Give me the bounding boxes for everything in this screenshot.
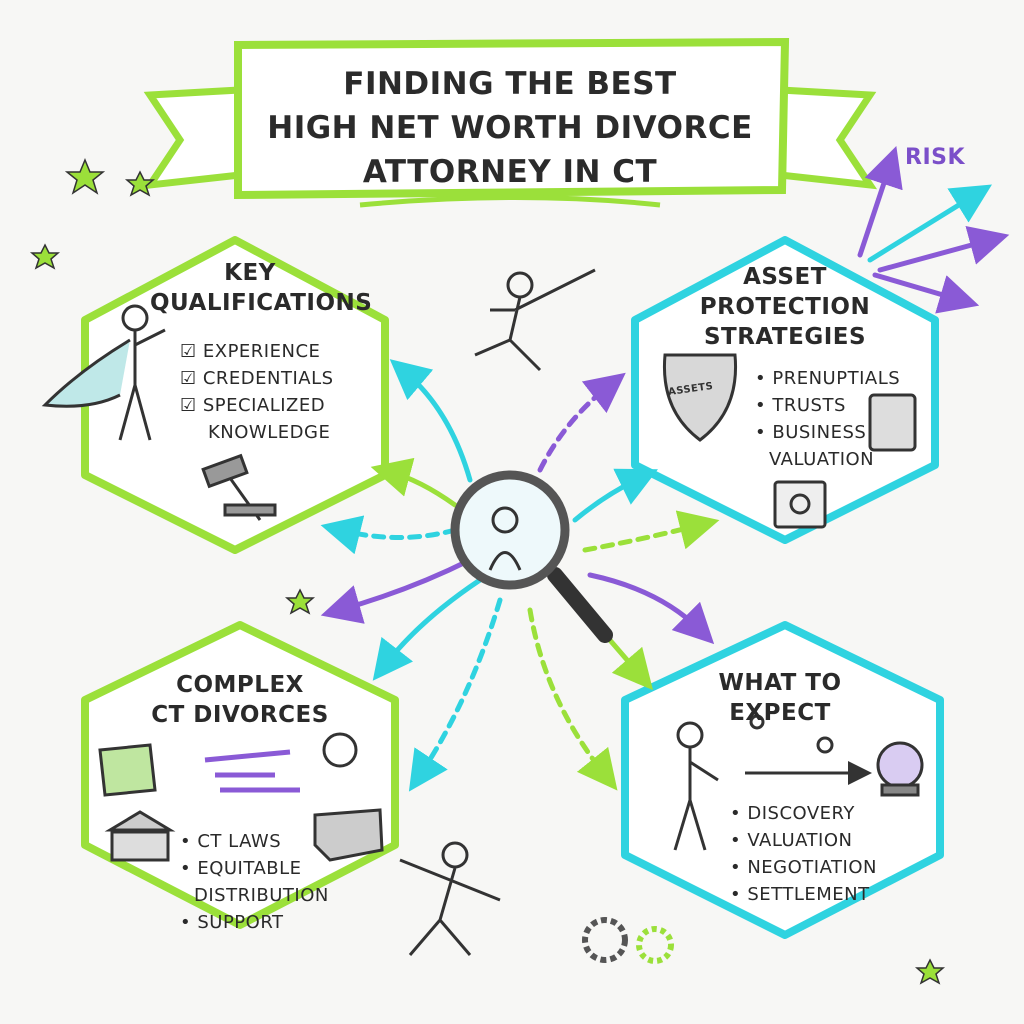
hexagon-qualifications [81,236,389,554]
compass-icon [322,732,358,768]
hexagon-expect [621,621,944,939]
complex-list: • CT Laws • Equitable Distribution • Sup… [180,828,329,936]
title-banner [142,37,878,208]
title-line: Finding the best [343,66,677,102]
jumping-figure-icon [474,268,596,372]
qualifications-list: ☑ Experience ☑ Credentials ☑ Specialized… [180,338,334,446]
checkbox-icon: ☑ [180,341,203,362]
heading-line: Strategies [703,324,867,350]
list-item: • Equitable [180,858,302,879]
heading-line: Complex [176,672,304,698]
connecticut-map-icon [313,808,384,862]
title-line: High net worth divorce [267,110,753,146]
list-item: Valuation [769,449,875,470]
list-item: • Trusts [755,395,846,416]
expect-list: • Discovery • Valuation • Negotiation • … [730,800,877,908]
asset-protection-heading: Asset Protection Strategies [680,262,890,352]
list-item: • Business [755,422,867,443]
list-item: • Discovery [730,803,855,824]
list-item: • CT Laws [180,831,282,852]
maze-icon [204,749,300,793]
list-item: • Settlement [730,884,870,905]
safe-icon [773,480,827,529]
list-item: ☑ Specialized [180,395,326,416]
risk-label: Risk [905,145,966,170]
list-item: Knowledge [208,422,331,443]
heading-line: Expect [729,700,831,726]
expect-figure-icon [673,721,719,851]
asset-protection-list: • Prenuptials • Trusts • Business Valuat… [755,365,900,473]
dancing-figure-icon [399,841,501,956]
qualifications-heading: Key Qualifications [150,258,373,318]
calculator-icon [868,393,917,452]
heading-line: CT Divorces [151,702,329,728]
map-icon [98,743,157,797]
crystal-ball-icon [876,741,924,797]
heading-line: What to [718,670,842,696]
list-item: • Valuation [730,830,853,851]
list-item: • Support [180,912,284,933]
heading-line: Qualifications [150,290,373,316]
list-item: Distribution [194,885,329,906]
list-item: • Negotiation [730,857,877,878]
checkbox-icon: ☑ [180,395,203,416]
shield-icon [662,353,738,442]
list-item: ☑ Experience [180,341,321,362]
gears-icon [749,714,834,754]
gavel-icon [201,453,277,521]
magnifying-glass-icon [450,470,613,643]
title-line: attorney in CT [362,154,658,190]
gear-icons [582,917,674,964]
heading-line: Key [224,260,276,286]
heading-line: Asset [743,264,827,290]
expect-heading: What to Expect [690,668,870,728]
page-title: Finding the best High net worth divorce … [240,62,780,194]
superhero-icon [41,304,166,441]
star-icons [29,158,946,985]
hexagon-asset-protection [631,236,939,544]
courthouse-icon [104,810,176,862]
heading-line: Protection [699,294,871,320]
complex-heading: Complex CT Divorces [140,670,340,730]
checkbox-icon: ☑ [180,368,203,389]
list-item: • Prenuptials [755,368,901,389]
list-item: ☑ Credentials [180,368,334,389]
